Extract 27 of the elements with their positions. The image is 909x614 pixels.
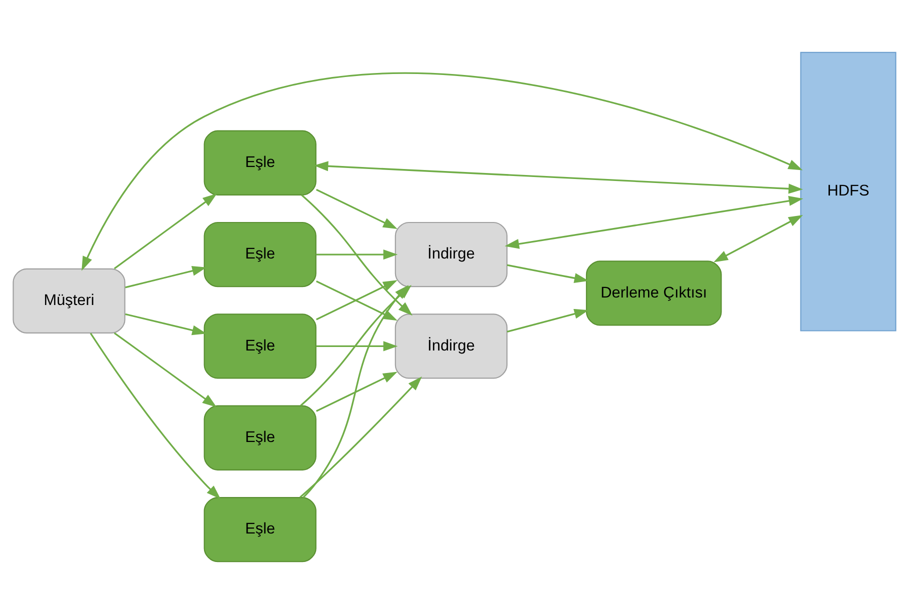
node-box: Derleme Çıktısı (586, 260, 722, 326)
arrow (114, 332, 217, 408)
node-box: Eşle (204, 405, 316, 470)
arrow (90, 332, 221, 500)
node-box: İndirge (394, 222, 508, 288)
node-box: Eşle (204, 496, 316, 562)
node-box: HDFS (800, 52, 896, 332)
arrow (504, 196, 804, 249)
arrow (82, 72, 803, 271)
arrow (316, 341, 398, 352)
node-box: Eşle (204, 314, 316, 379)
arrow (316, 250, 398, 260)
arrow (300, 376, 422, 498)
arrow (302, 284, 409, 498)
arrow (316, 188, 398, 229)
arrow (714, 214, 803, 262)
arrow (506, 264, 589, 284)
arrow (114, 194, 218, 270)
arrow (314, 161, 803, 194)
node-box: Müşteri (12, 268, 126, 334)
arrow (506, 308, 589, 333)
arrow (316, 372, 398, 412)
node-box: Eşle (204, 222, 316, 288)
arrow (125, 266, 207, 288)
node-box: İndirge (394, 314, 508, 379)
arrow (125, 313, 207, 336)
node-box: Eşle (204, 130, 316, 196)
